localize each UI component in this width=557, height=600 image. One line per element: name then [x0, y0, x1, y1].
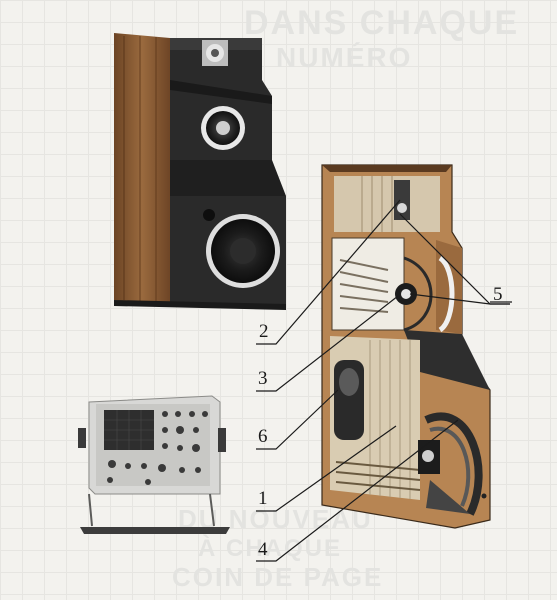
background-text-top-2: NUMÉRO: [276, 42, 413, 73]
callout-label-4: 4: [258, 539, 268, 560]
background-text-bottom-3: COIN DE PAGE: [172, 562, 384, 592]
background-text-bottom-2: À CHAQUE: [198, 535, 343, 562]
oscilloscope-illustration: [78, 395, 230, 534]
background-text-top-1: DANS CHAQUE: [244, 4, 520, 42]
speaker-cutaway-view: [321, 164, 491, 529]
callout-label-3: 3: [258, 368, 268, 389]
speaker-front-view: [114, 33, 286, 310]
callout-leader-lines: [256, 199, 512, 562]
callout-label-5: 5: [493, 284, 503, 305]
callout-label-1: 1: [258, 488, 268, 509]
callout-label-6: 6: [258, 426, 268, 447]
callout-label-2: 2: [259, 321, 269, 342]
